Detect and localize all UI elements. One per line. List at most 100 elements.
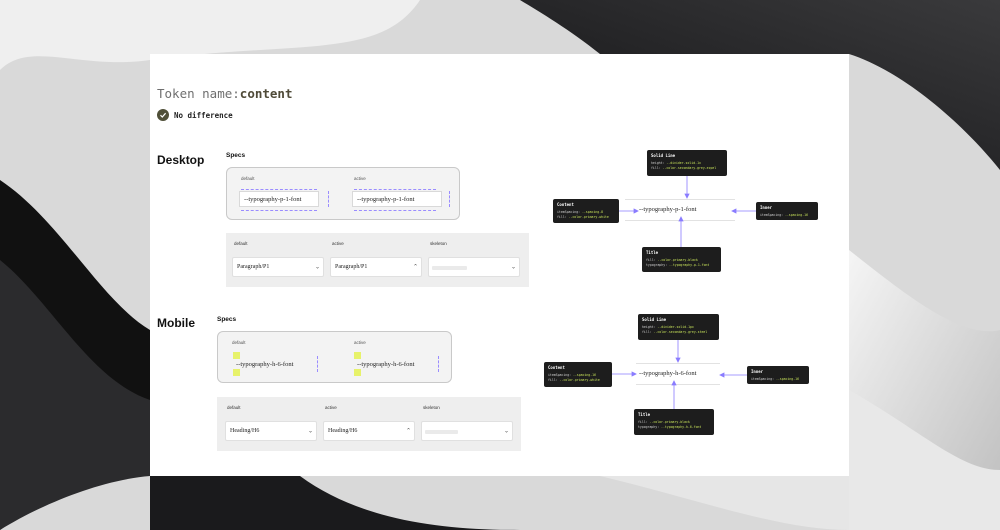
- mobile-spec-state-active: active: [354, 340, 366, 345]
- anno-title: Content: [557, 202, 574, 207]
- anno-key: height:: [642, 325, 656, 329]
- desktop-anno-inner: Inner itemSpacing: --spacing-16: [756, 202, 818, 220]
- anno-title: Solid Line: [651, 153, 676, 158]
- anno-value: --spacing-8: [581, 210, 604, 214]
- mobile-specs-box: default active --typography-h-6-font --t…: [217, 331, 452, 383]
- desktop-select-active[interactable]: Paragraph/P1 ⌃: [330, 257, 422, 277]
- mobile-select-active-value: Heading/H6: [328, 428, 358, 434]
- desktop-anatomy-text: --typography-p-1-font: [639, 206, 697, 213]
- desktop-anatomy-divider-top: [625, 199, 735, 200]
- desktop-spec-state-active: active: [354, 176, 366, 181]
- desktop-specs-box: default active --typography-p-1-font --t…: [226, 167, 460, 220]
- check-circle-icon: [157, 109, 169, 121]
- mobile-spec-state-default: default: [232, 340, 246, 345]
- desktop-dim-right: [328, 191, 329, 207]
- anno-key: height:: [651, 161, 665, 165]
- desktop-dim-top-active: [354, 189, 436, 190]
- chevron-up-icon: ⌃: [412, 263, 418, 271]
- mobile-padding-marker-top-active: [354, 352, 361, 359]
- anno-title: Solid Line: [642, 317, 667, 322]
- mobile-anno-inner: Inner itemSpacing: --spacing-16: [747, 366, 809, 384]
- desktop-spec-field-active: --typography-p-1-font: [352, 191, 442, 207]
- desktop-select-skeleton[interactable]: ⌄: [428, 257, 520, 277]
- desktop-anno-title: Title fill: --color-primary-black typogr…: [642, 247, 721, 272]
- anno-title: Title: [638, 412, 651, 417]
- mobile-compare-label-skeleton: skeleton: [423, 405, 440, 410]
- anno-key: fill:: [557, 215, 567, 219]
- anno-key: itemSpacing:: [751, 377, 775, 381]
- desktop-title: Desktop: [157, 153, 205, 167]
- mobile-anatomy-divider-top: [636, 363, 720, 364]
- anno-key: fill:: [548, 378, 558, 382]
- desktop-dim-bottom-active: [354, 210, 436, 211]
- mobile-padding-marker-top: [233, 352, 240, 359]
- desktop-compare-label-default: default: [234, 241, 248, 246]
- chevron-down-icon: ⌄: [307, 427, 313, 435]
- mobile-spec-text-active: --typography-h-6-font: [357, 360, 415, 368]
- status-row: No difference: [157, 109, 233, 121]
- mobile-padding-marker-bottom: [233, 369, 240, 376]
- desktop-spec-state-default: default: [241, 176, 255, 181]
- mobile-compare-box: default active skeleton Heading/H6 ⌄ Hea…: [217, 397, 521, 451]
- desktop-select-active-value: Paragraph/P1: [335, 264, 368, 270]
- anno-key: itemSpacing:: [548, 373, 572, 377]
- chevron-down-icon: ⌄: [510, 263, 516, 271]
- token-name-prefix: Token name:: [157, 86, 240, 101]
- anno-value: --spacing-16: [775, 377, 799, 381]
- anno-value: --color-primary-white: [568, 215, 609, 219]
- anno-value: --color-primary-black: [649, 420, 690, 424]
- anno-value: --spacing-16: [572, 373, 596, 377]
- chevron-down-icon: ⌄: [503, 427, 509, 435]
- chevron-up-icon: ⌃: [405, 427, 411, 435]
- mobile-specs-title: Specs: [217, 316, 237, 323]
- mobile-anno-title: Title fill: --color-primary-black typogr…: [634, 409, 714, 435]
- desktop-select-default[interactable]: Paragraph/P1 ⌄: [232, 257, 324, 277]
- token-name-title: Token name:content: [157, 86, 292, 101]
- desktop-dim-bottom: [241, 210, 317, 211]
- anno-key: fill:: [642, 330, 652, 334]
- token-name-value: content: [239, 86, 293, 101]
- desktop-dim-right-active: [449, 191, 450, 207]
- token-comparison-card: Token name:content No difference Desktop…: [150, 54, 849, 476]
- annotation-connectors: [612, 176, 756, 409]
- desktop-select-default-value: Paragraph/P1: [237, 264, 270, 270]
- anno-value: --color-primary-black: [657, 258, 698, 262]
- mobile-compare-label-active: active: [325, 405, 337, 410]
- mobile-select-default-value: Heading/H6: [230, 428, 260, 434]
- mobile-select-default[interactable]: Heading/H6 ⌄: [225, 421, 317, 441]
- mobile-title: Mobile: [157, 316, 195, 330]
- mobile-spec-field-active: --typography-h-6-font: [353, 356, 433, 372]
- anno-title: Title: [646, 250, 659, 255]
- status-text: No difference: [174, 110, 233, 120]
- mobile-select-active[interactable]: Heading/H6 ⌃: [323, 421, 415, 441]
- anno-value: --color-primary-white: [559, 378, 600, 382]
- anno-value: --spacing-16: [784, 213, 808, 217]
- mobile-anatomy-text: --typography-h-6-font: [639, 370, 697, 377]
- skeleton-bar: [432, 266, 467, 270]
- desktop-spec-text-default: --typography-p-1-font: [244, 195, 302, 203]
- mobile-dim-right-active: [438, 356, 439, 372]
- mobile-anatomy-divider-bottom: [636, 384, 720, 385]
- skeleton-bar: [425, 430, 458, 434]
- anno-value: --typography-p-1-font: [669, 263, 710, 267]
- mobile-compare-label-default: default: [227, 405, 241, 410]
- mobile-spec-field-default: --typography-h-6-font: [232, 356, 312, 372]
- mobile-spec-text-default: --typography-h-6-font: [236, 360, 294, 368]
- mobile-select-skeleton[interactable]: ⌄: [421, 421, 513, 441]
- chevron-down-icon: ⌄: [314, 263, 320, 271]
- anno-value: --color-secondary-grey-ezpel: [662, 166, 717, 170]
- anno-key: typography:: [638, 425, 660, 429]
- desktop-spec-field-default: --typography-p-1-font: [239, 191, 319, 207]
- anno-key: itemSpacing:: [760, 213, 784, 217]
- anno-key: fill:: [638, 420, 648, 424]
- desktop-anno-content: Content itemSpacing: --spacing-8 fill: -…: [553, 199, 619, 223]
- anno-key: fill:: [651, 166, 661, 170]
- desktop-compare-label-active: active: [332, 241, 344, 246]
- mobile-anno-solid-line: Solid Line height: --divider-solid-1px f…: [638, 314, 719, 340]
- desktop-anno-solid-line: Solid Line height: --divider-solid-1x fi…: [647, 150, 727, 176]
- anno-key: fill:: [646, 258, 656, 262]
- desktop-compare-label-skeleton: skeleton: [430, 241, 447, 246]
- anno-key: typography:: [646, 263, 668, 267]
- desktop-spec-text-active: --typography-p-1-font: [357, 195, 415, 203]
- desktop-compare-box: default active skeleton Paragraph/P1 ⌄ P…: [226, 233, 529, 287]
